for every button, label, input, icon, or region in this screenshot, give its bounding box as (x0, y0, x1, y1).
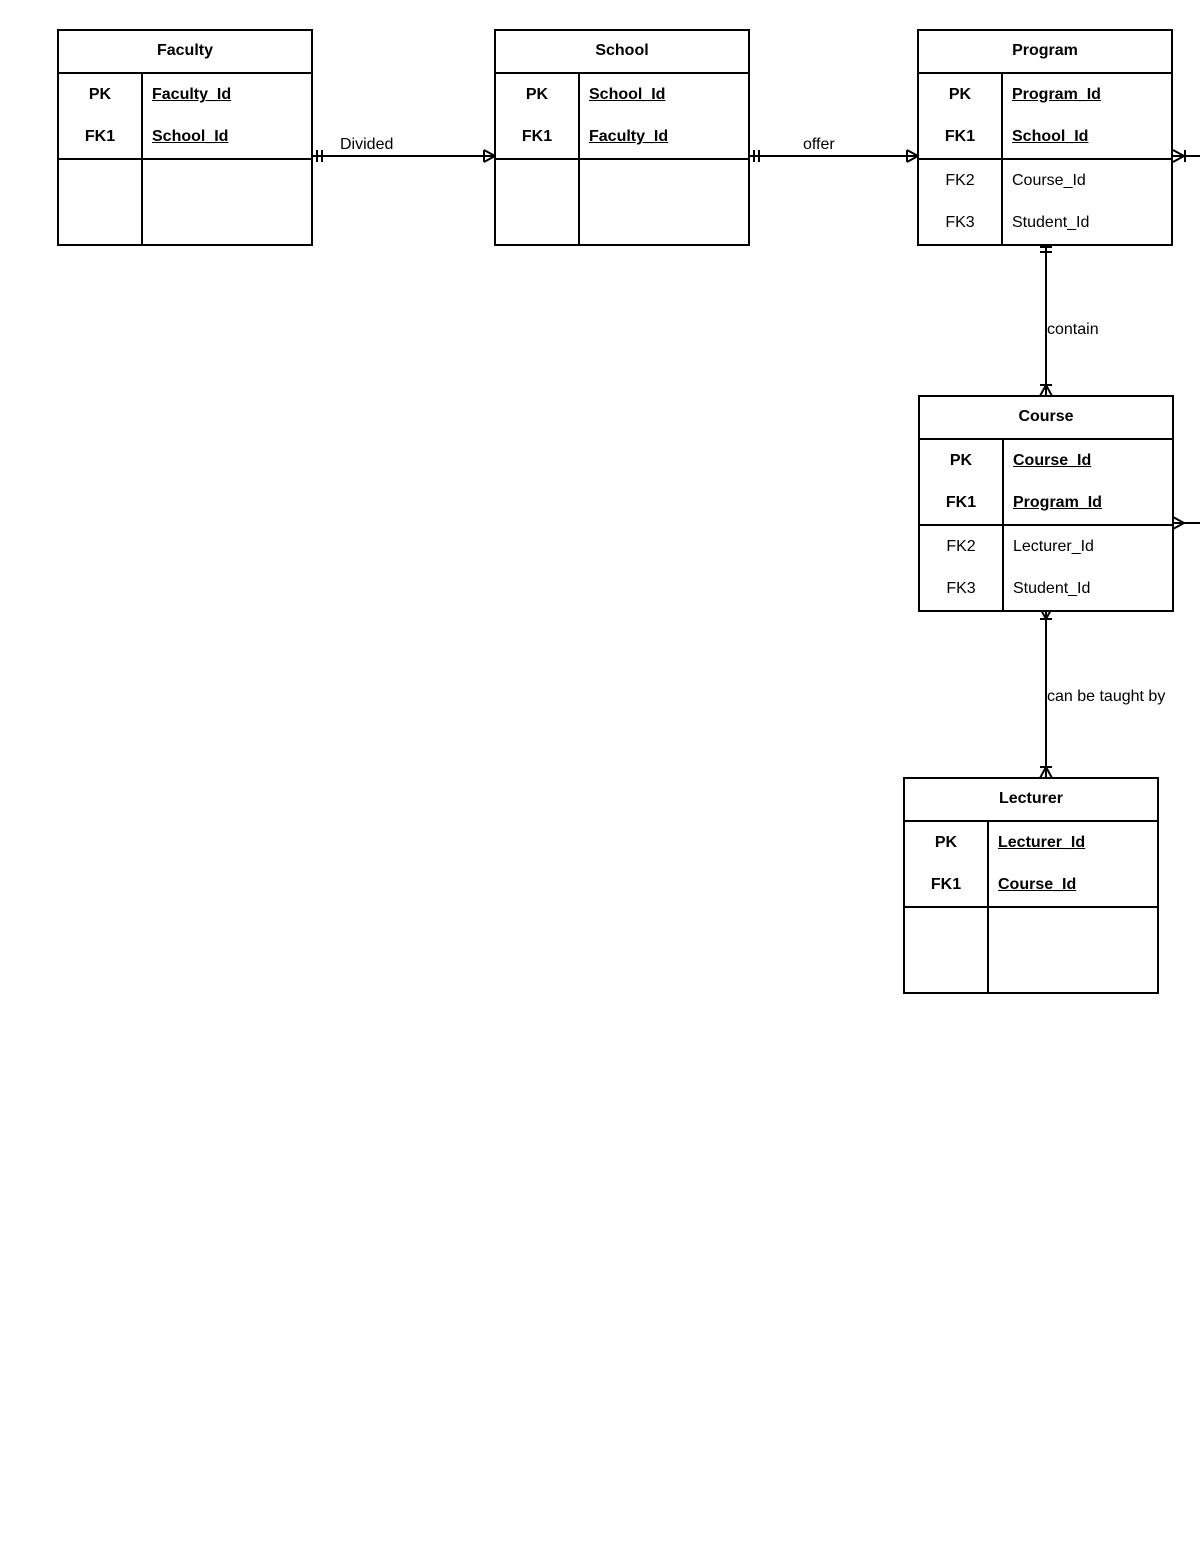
entity-field-section: FK2 FK3 Lecturer_Id Student_Id (920, 524, 1172, 610)
entity-title: School (496, 31, 748, 74)
key-attribute: Faculty_Id (589, 128, 669, 145)
entity-key-section: PK FK1 Program_Id School_Id (919, 74, 1171, 158)
entity-key-section: PK FK1 Lecturer_Id Course_Id (905, 822, 1157, 906)
key-type: PK (934, 834, 958, 851)
entity-lecturer[interactable]: Lecturer PK FK1 Lecturer_Id Course_Id (903, 777, 1159, 994)
key-type: FK1 (930, 876, 962, 893)
entity-field-section (905, 906, 1157, 992)
offer-one-many-marker (906, 149, 919, 163)
offer-one-only-marker (753, 150, 760, 162)
field-attribute: Lecturer_Id (1013, 538, 1094, 555)
entity-key-section: PK FK1 Faculty_Id School_Id (59, 74, 311, 158)
divided-one-only-marker (316, 150, 323, 162)
contain-one-only-marker (1040, 246, 1052, 253)
key-type: FK3 (946, 580, 976, 597)
key-type: PK (949, 452, 973, 469)
taught-lecturer-marker (1039, 766, 1053, 779)
field-attribute: Student_Id (1012, 214, 1090, 231)
entity-field-section (59, 158, 311, 244)
contain-one-many-marker (1039, 384, 1053, 397)
entity-school[interactable]: School PK FK1 School_Id Faculty_Id (494, 29, 750, 246)
key-attribute: Course_Id (998, 876, 1077, 893)
entity-title: Faculty (59, 31, 311, 74)
field-attribute: Course_Id (1012, 172, 1086, 189)
entity-program[interactable]: Program PK FK1 Program_Id School_Id FK2 … (917, 29, 1173, 246)
key-type: PK (948, 86, 972, 103)
key-type: FK2 (946, 538, 976, 555)
key-attribute: School_Id (1012, 128, 1089, 145)
key-attribute: Course_Id (1013, 452, 1092, 469)
key-attribute: Lecturer_Id (998, 834, 1086, 851)
entity-field-section: FK2 FK3 Course_Id Student_Id (919, 158, 1171, 244)
key-attribute: School_Id (152, 128, 229, 145)
divided-one-many-marker (483, 149, 496, 163)
key-type: FK1 (521, 128, 553, 145)
key-type: FK1 (945, 494, 977, 511)
relationship-label-offer: offer (803, 136, 835, 153)
key-type: PK (525, 86, 549, 103)
entity-key-section: PK FK1 School_Id Faculty_Id (496, 74, 748, 158)
key-type: FK1 (944, 128, 976, 145)
entity-key-section: PK FK1 Course_Id Program_Id (920, 440, 1172, 524)
key-attribute: Faculty_Id (152, 86, 232, 103)
relationship-label-divided: Divided (340, 136, 394, 153)
relationship-label-contain: contain (1047, 321, 1099, 338)
entity-field-section (496, 158, 748, 244)
field-attribute: Student_Id (1013, 580, 1091, 597)
key-type: FK2 (945, 172, 975, 189)
entity-title: Lecturer (905, 779, 1157, 822)
key-attribute: Program_Id (1012, 86, 1101, 103)
relationship-label-taught: can be taught by (1047, 688, 1166, 705)
entity-course[interactable]: Course PK FK1 Course_Id Program_Id FK2 F… (918, 395, 1174, 612)
entity-faculty[interactable]: Faculty PK FK1 Faculty_Id School_Id (57, 29, 313, 246)
key-type: FK3 (945, 214, 975, 231)
program-right-marker (1172, 149, 1186, 163)
key-attribute: Program_Id (1013, 494, 1102, 511)
entity-title: Course (920, 397, 1172, 440)
key-type: FK1 (84, 128, 116, 145)
key-attribute: School_Id (589, 86, 666, 103)
key-type: PK (88, 86, 112, 103)
entity-title: Program (919, 31, 1171, 74)
course-right-marker (1172, 516, 1185, 530)
